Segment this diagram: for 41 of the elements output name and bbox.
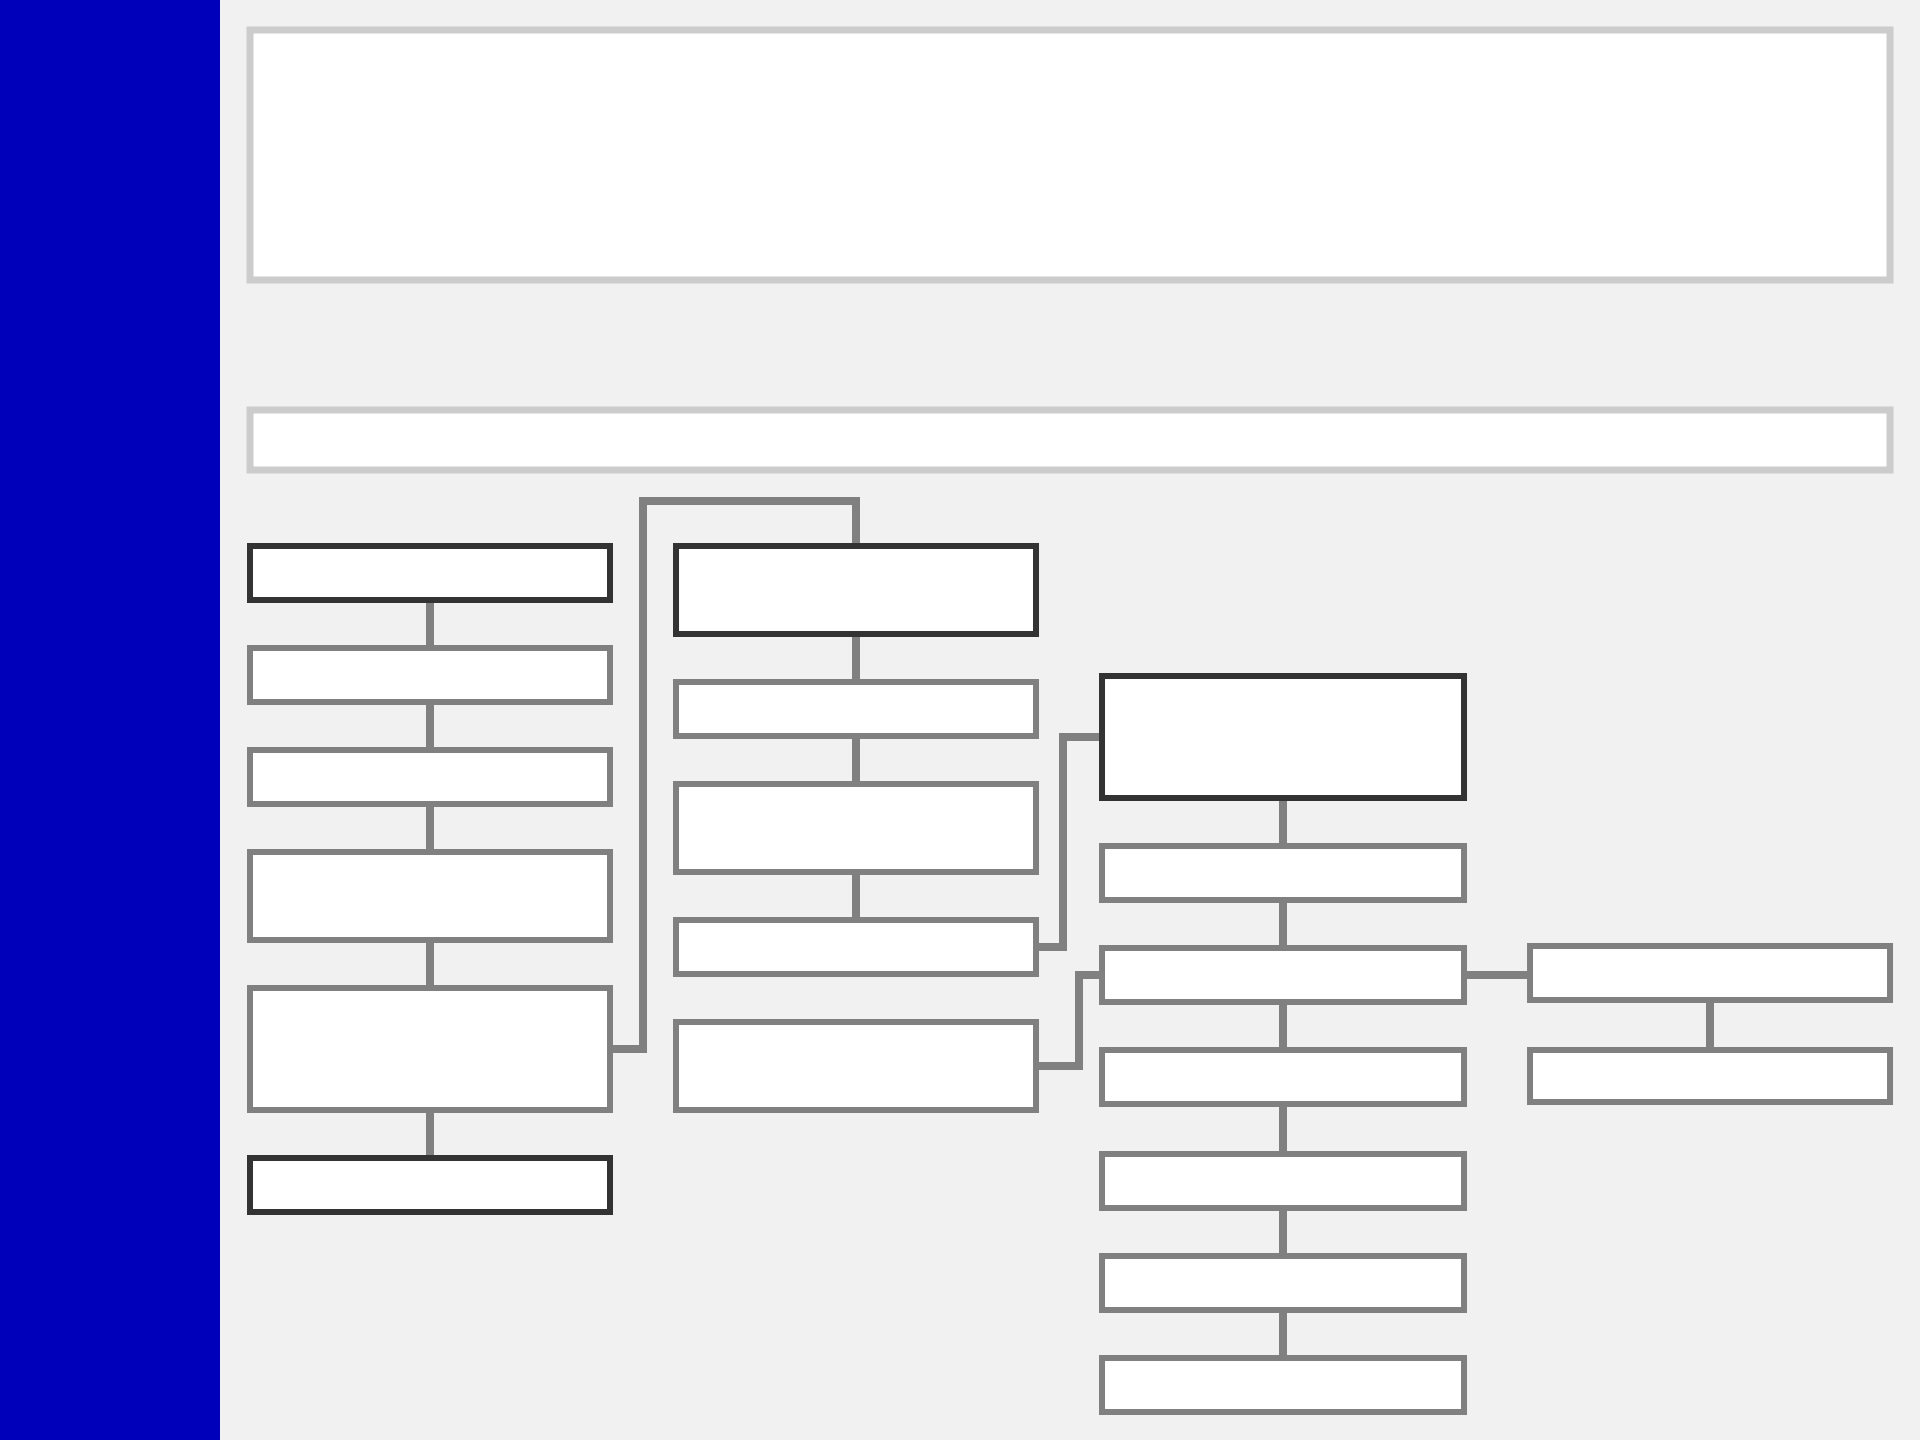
connector-line: [1279, 1005, 1287, 1047]
connector-line: [613, 497, 860, 1053]
connector-line: [1039, 971, 1099, 1070]
empty-box: [247, 747, 613, 807]
empty-box: [673, 781, 1039, 875]
empty-box: [1527, 1047, 1894, 1105]
connector-line: [426, 807, 434, 849]
empty-box: [247, 985, 613, 1113]
banner-box: [246, 406, 1894, 474]
empty-box: [1099, 843, 1467, 903]
connector-line: [852, 875, 860, 917]
connector-line: [1279, 903, 1287, 945]
empty-box: [673, 679, 1039, 739]
connector-line: [1279, 1107, 1287, 1151]
empty-box: [1099, 1355, 1467, 1415]
connector-line: [1706, 1003, 1715, 1047]
connector-line: [852, 637, 860, 679]
empty-box: [1099, 673, 1467, 801]
empty-box: [247, 1155, 613, 1215]
connector-line: [426, 603, 434, 645]
empty-box: [1099, 1253, 1467, 1313]
connector-line: [426, 705, 434, 747]
connector-line: [1279, 1313, 1287, 1355]
empty-box: [1099, 945, 1467, 1005]
connector-line: [1279, 801, 1287, 843]
empty-box: [247, 645, 613, 705]
empty-box: [673, 917, 1039, 977]
empty-box: [247, 849, 613, 943]
empty-box: [1099, 1047, 1467, 1107]
connector-line: [426, 1113, 434, 1155]
connector-line: [1039, 733, 1099, 951]
empty-box: [247, 543, 613, 603]
connector-line: [1279, 1211, 1287, 1253]
connector-line: [852, 739, 860, 781]
empty-box: [673, 543, 1039, 637]
empty-box: [1527, 943, 1894, 1003]
empty-box: [1099, 1151, 1467, 1211]
connector-line: [426, 943, 434, 985]
connector-line: [1467, 971, 1527, 979]
empty-box: [673, 1019, 1039, 1113]
banner-box: [246, 26, 1894, 284]
